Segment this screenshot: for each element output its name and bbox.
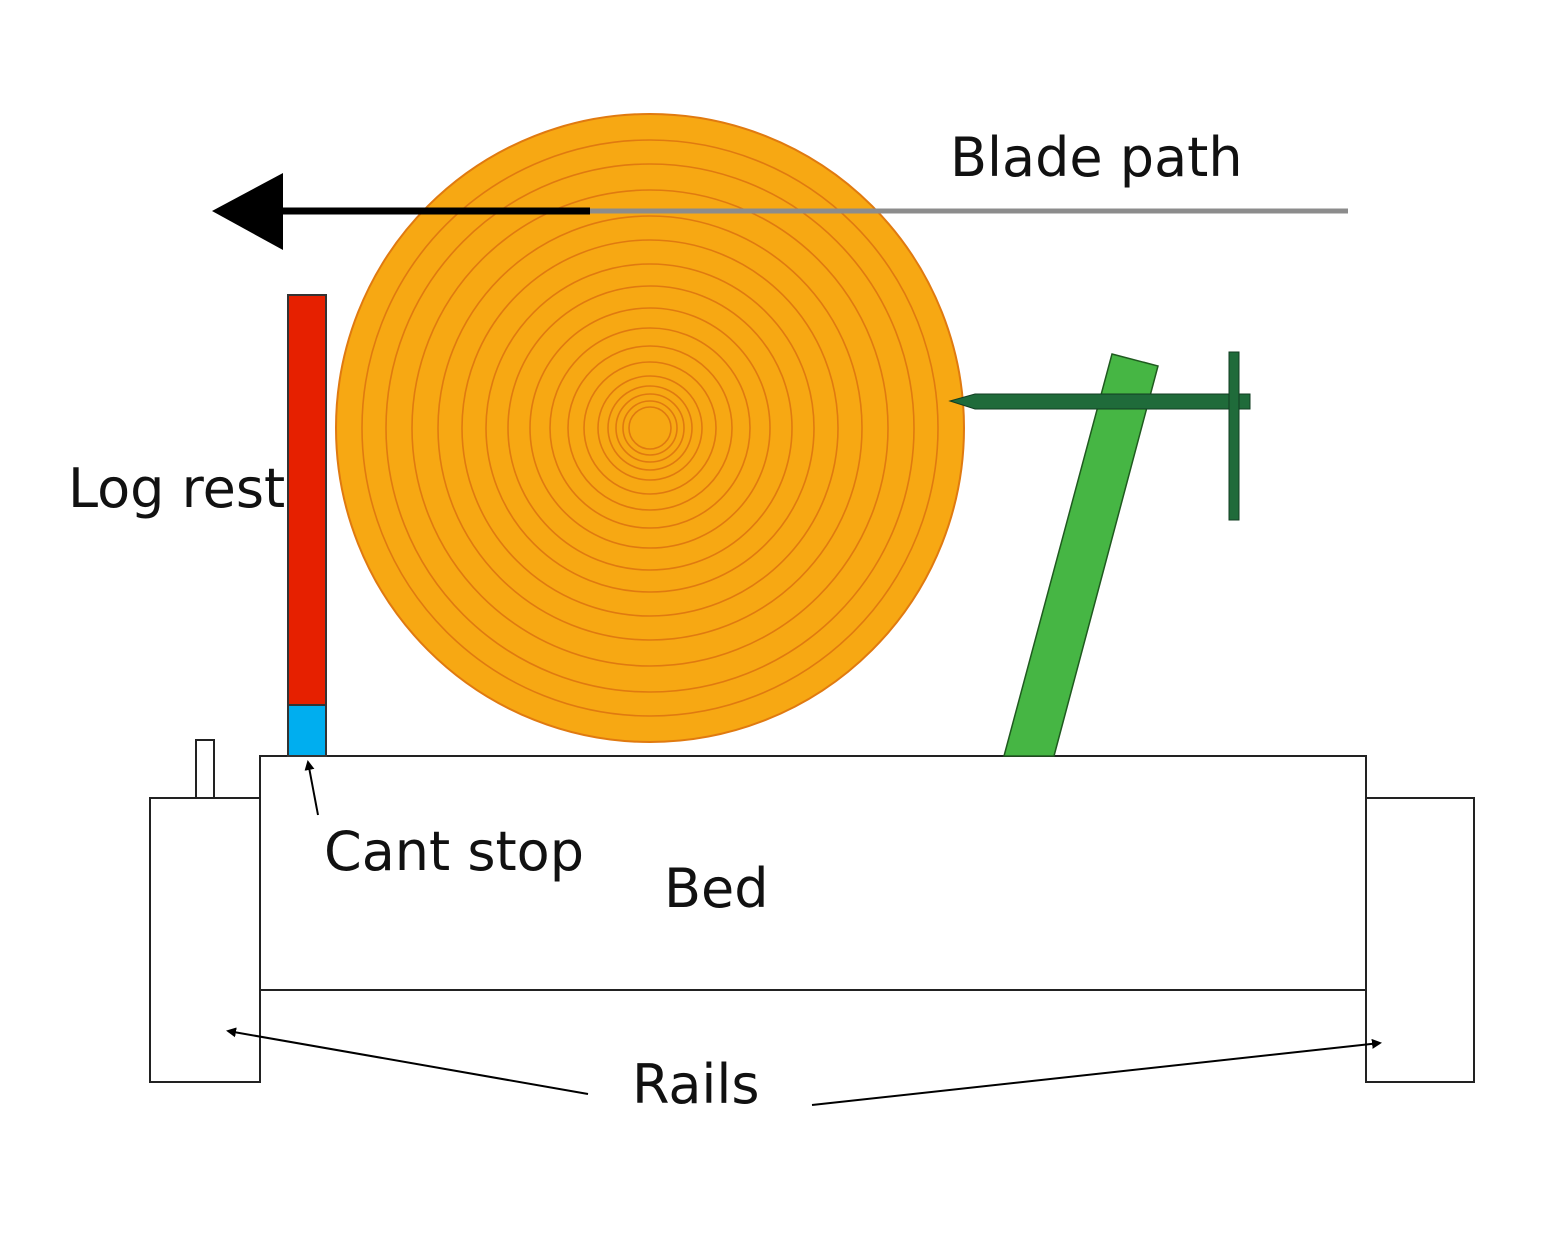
left-rail [149, 797, 261, 1083]
log [335, 113, 965, 743]
log-ring [628, 406, 672, 450]
log-ring [615, 393, 685, 463]
clamp-screw [948, 351, 1251, 521]
log-ring [583, 361, 717, 495]
rails-pointer-left [226, 1027, 589, 1095]
log-ring [507, 285, 793, 571]
log-ring [385, 163, 915, 693]
cant-stop [287, 704, 327, 757]
clamp-screw-handle [1228, 351, 1240, 521]
log-body [335, 113, 965, 743]
log-ring [597, 375, 703, 481]
log-ring [361, 139, 939, 717]
log-ring [567, 345, 733, 511]
clamp-screw-shaft [948, 393, 1251, 410]
rails-label: Rails [632, 1053, 760, 1116]
log-ring [411, 189, 889, 667]
log-ring [607, 385, 693, 471]
blade-path-label: Blade path [950, 126, 1243, 189]
bed-label: Bed [664, 857, 769, 920]
bed [259, 755, 1367, 991]
rail-post [195, 739, 215, 799]
blade-path [212, 173, 1348, 250]
log-rest-label: Log rest [68, 457, 285, 520]
right-rail [1365, 797, 1475, 1083]
clamp-arm [1003, 353, 1159, 757]
log-rings [361, 139, 939, 717]
cant-stop-pointer [304, 760, 319, 816]
arrow-left-icon [212, 173, 283, 250]
cant-stop-label: Cant stop [324, 820, 584, 883]
rails-pointer-right [811, 1038, 1382, 1106]
log-ring [549, 327, 751, 529]
log-ring [461, 239, 839, 617]
log-ring [437, 215, 863, 641]
log-ring [485, 263, 815, 593]
log-ring [622, 400, 678, 456]
log-ring [529, 307, 771, 549]
log-rest [287, 294, 327, 706]
